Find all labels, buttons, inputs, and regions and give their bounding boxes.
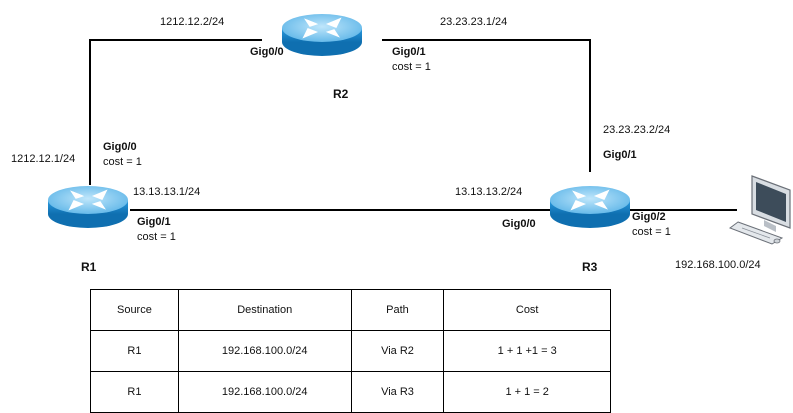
r1-gig00-interface-label: Gig0/0 [103,141,137,153]
header-cost: Cost [443,289,611,331]
table-row: R1 192.168.100.0/24 Via R3 1 + 1 = 2 [90,371,611,413]
router-r1-name: R1 [81,260,97,274]
r3-gig00-ip-label: 13.13.13.2/24 [455,186,523,198]
router-r1-icon [47,185,129,229]
r3-gig01-interface-label: Gig0/1 [603,149,637,161]
workstation-icon [728,175,791,245]
table-header-row: Source Destination Path Cost [90,289,611,331]
network-topology [47,13,791,245]
cell-cost: 1 + 1 = 2 [443,371,611,413]
header-path: Path [350,289,445,331]
r1-gig00-cost-label: cost = 1 [103,156,142,168]
link-r1-r2 [89,39,262,185]
cell-destination: 192.168.100.0/24 [177,371,352,413]
r1-gig00-ip-label: 1212.12.1/24 [11,153,76,165]
r2-gig00-ip-label: 1212.12.2/24 [160,16,225,28]
r3-gig02-interface-label: Gig0/2 [632,211,666,223]
header-destination: Destination [177,289,352,331]
cell-path: Via R2 [350,330,445,372]
route-cost-table: Source Destination Path Cost R1 192.168.… [90,289,611,413]
r2-gig01-ip-label: 23.23.23.1/24 [440,16,508,28]
r2-gig01-cost-label: cost = 1 [392,61,431,73]
link-r2-r3 [382,39,591,172]
router-r3-icon [549,185,631,229]
r3-gig01-ip-label: 23.23.23.2/24 [603,124,671,136]
r2-gig00-interface-label: Gig0/0 [250,46,284,58]
cell-cost: 1 + 1 +1 = 3 [443,330,611,372]
r1-gig01-cost-label: cost = 1 [137,231,176,243]
lan-network-label: 192.168.100.0/24 [675,259,761,271]
router-r2-icon [281,13,363,57]
r3-gig02-cost-label: cost = 1 [632,226,671,238]
router-r3-name: R3 [582,260,598,274]
cell-source: R1 [90,330,179,372]
r1-gig01-interface-label: Gig0/1 [137,216,171,228]
cell-path: Via R3 [350,371,445,413]
cell-destination: 192.168.100.0/24 [177,330,352,372]
r2-gig01-interface-label: Gig0/1 [392,46,426,58]
header-source: Source [90,289,179,331]
cell-source: R1 [90,371,179,413]
r3-gig00-interface-label: Gig0/0 [502,218,536,230]
r1-gig01-ip-label: 13.13.13.1/24 [133,186,201,198]
router-r2-name: R2 [333,87,349,101]
table-row: R1 192.168.100.0/24 Via R2 1 + 1 +1 = 3 [90,330,611,372]
